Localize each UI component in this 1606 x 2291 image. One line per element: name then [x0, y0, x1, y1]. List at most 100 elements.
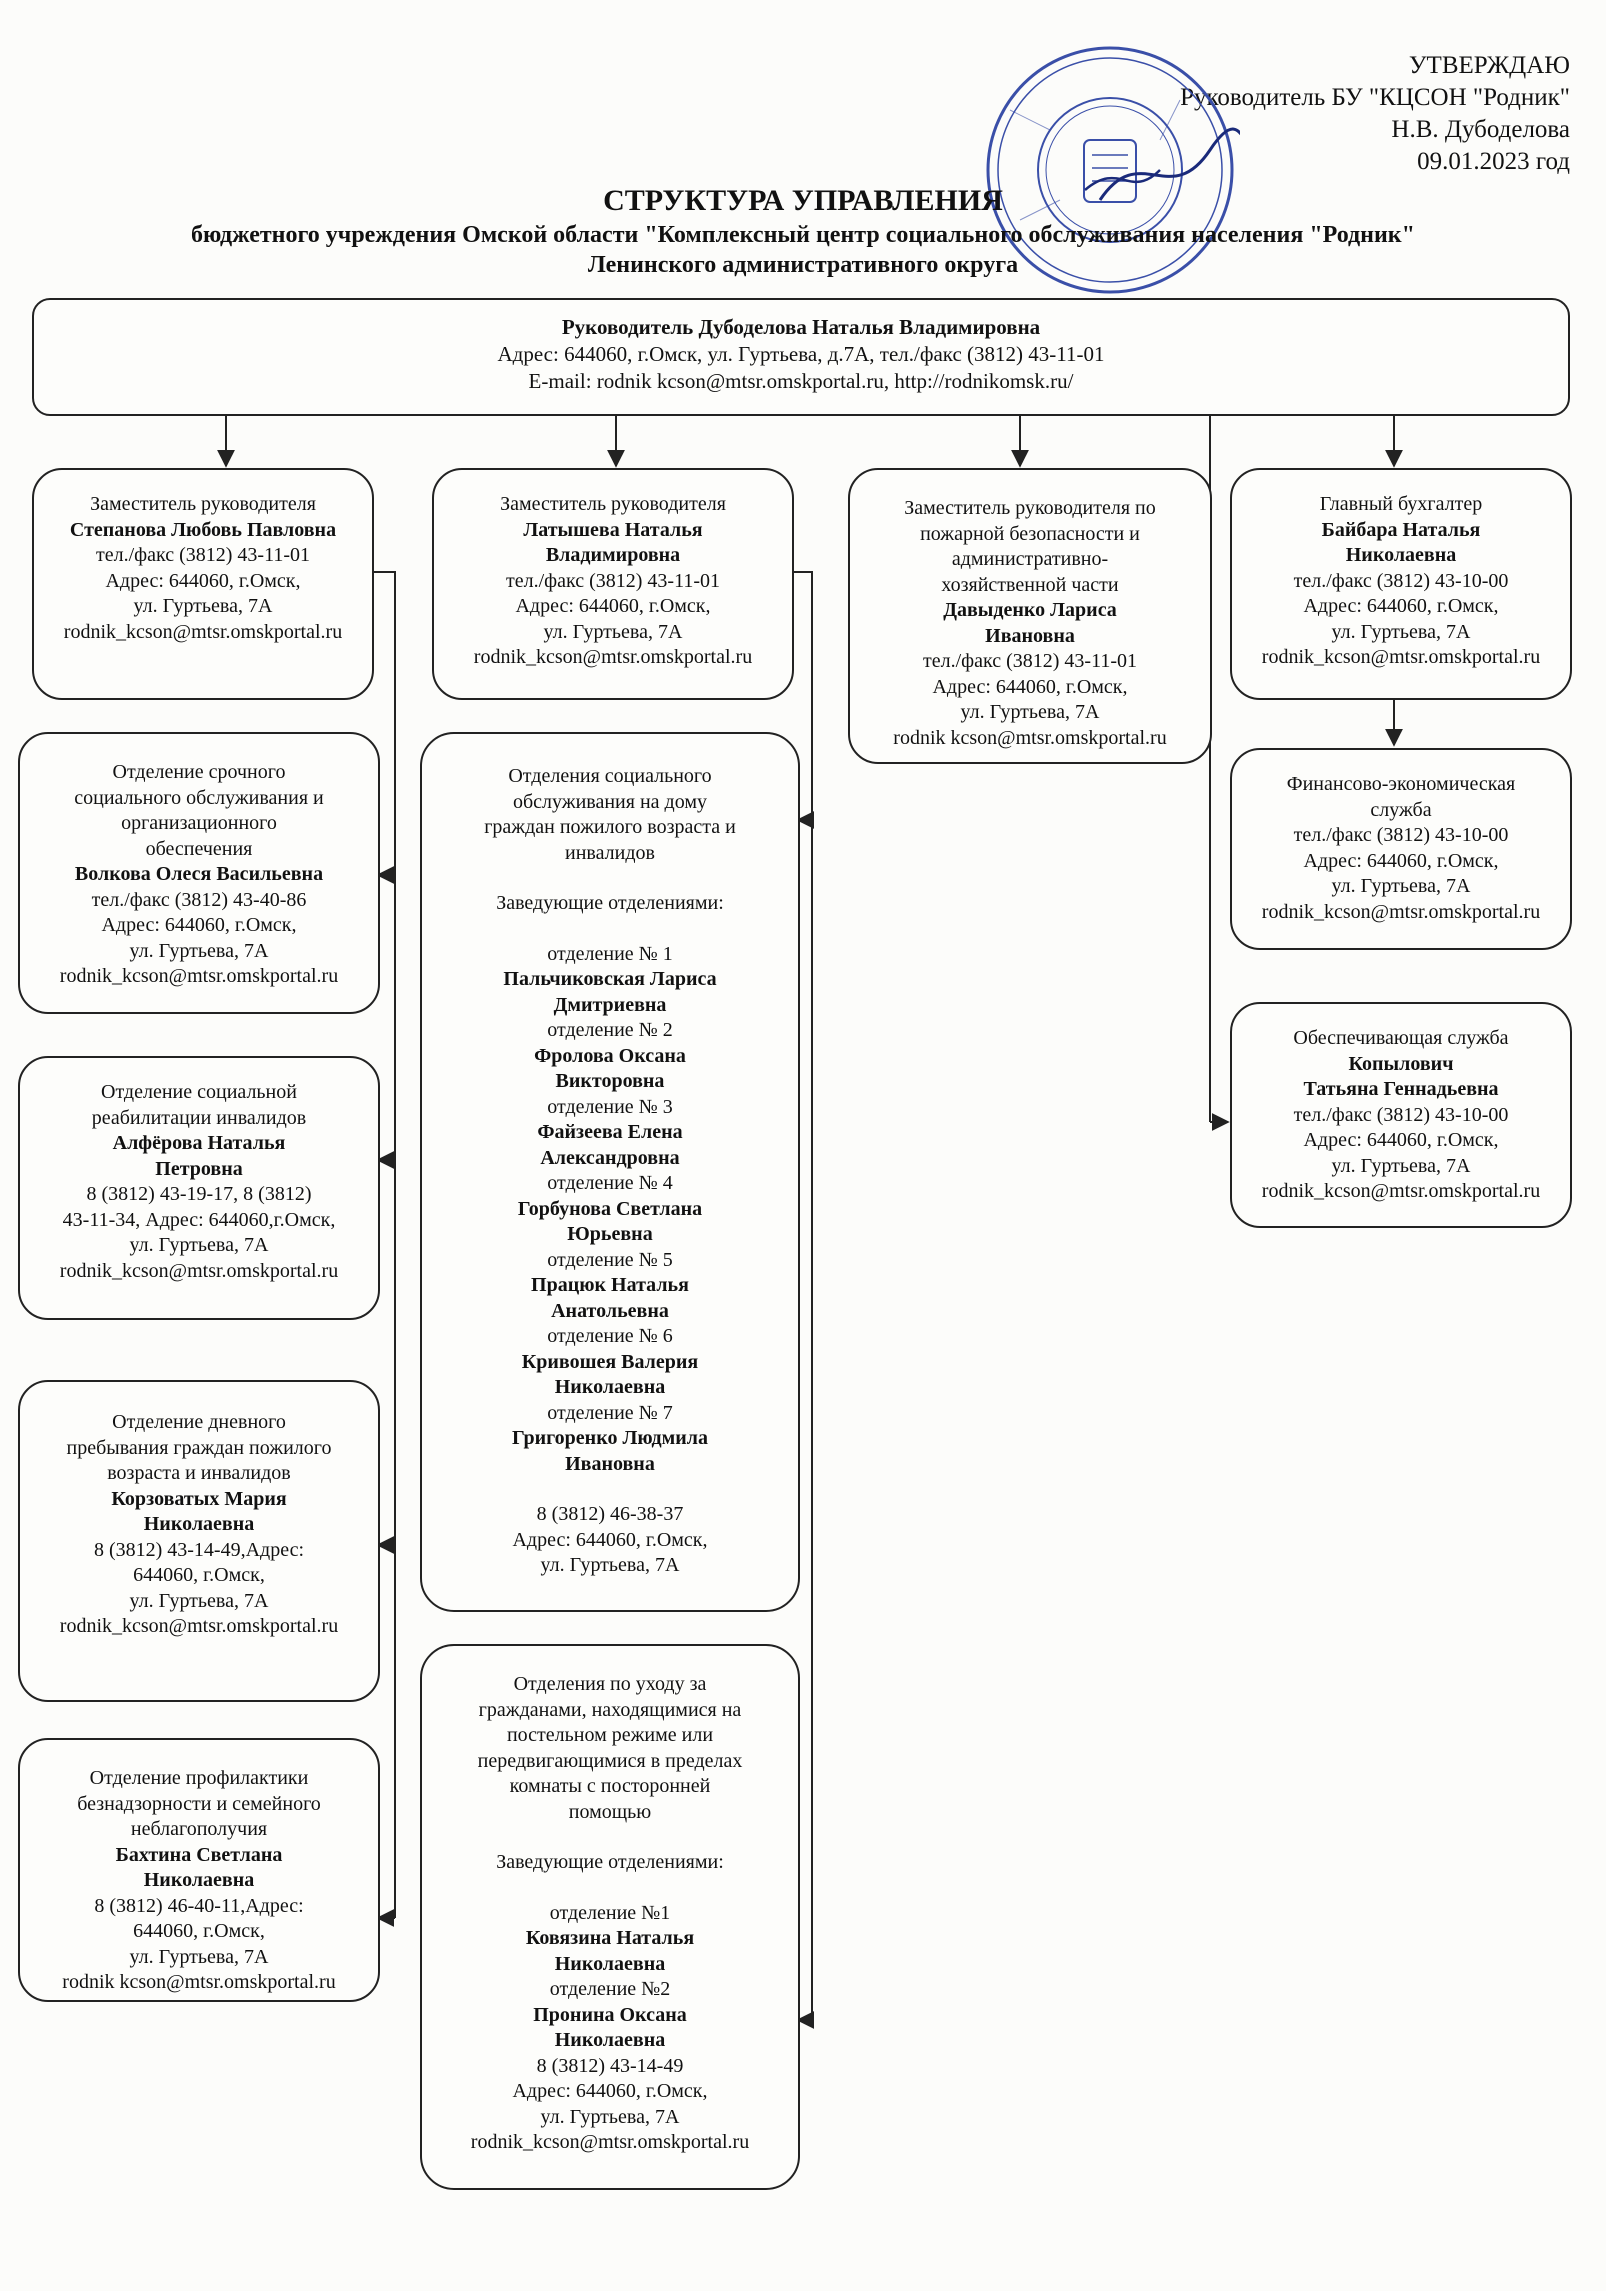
bed-unit-label: отделение №1 — [549, 1901, 671, 1924]
deputy1-phone: тел./факс (3812) 43-11-01 — [96, 544, 310, 566]
dept-urgent-name: Волкова Олеся Васильевна — [74, 863, 324, 885]
bed-care-email: rodnik_kcson@mtsr.omskportal.ru — [470, 2131, 750, 2153]
home-unit-head: Фролова Оксана Викторовна — [534, 1044, 686, 1093]
finance-address: Адрес: 644060, г.Омск, ул. Гуртьева, 7А — [1303, 849, 1499, 898]
deputy1-address: Адрес: 644060, г.Омск, ул. Гуртьева, 7А — [105, 569, 301, 618]
home-unit-head: Горбунова Светлана Юрьевна — [517, 1197, 703, 1246]
director-address: Адрес: 644060, г.Омск, ул. Гуртьева, д.7… — [497, 342, 1105, 366]
bed-care-box: Отделения по уходу за гражданами, находя… — [420, 1644, 800, 2190]
finance-box: Финансово-экономическая служба тел./факс… — [1230, 748, 1572, 950]
home-unit-head: Файзеева Елена Александровна — [537, 1121, 683, 1169]
support-box: Обеспечивающая служба Копылович Татьяна … — [1230, 1002, 1572, 1228]
deputy3-box: Заместитель руководителя по пожарной без… — [848, 468, 1212, 764]
bed-care-role: Отделения по уходу за гражданами, находя… — [477, 1673, 743, 1823]
dept-rehab-role: Отделение социальной реабилитации инвали… — [91, 1081, 307, 1129]
deputy3-address: Адрес: 644060, г.Омск, ул. Гуртьева, 7А — [932, 675, 1128, 724]
director-name: Руководитель Дубоделова Наталья Владимир… — [561, 315, 1041, 339]
home-service-heads: Заведующие отделениями: — [496, 892, 724, 914]
home-unit-label: отделение № 5 — [547, 1248, 673, 1271]
approval-line-3: Н.В. Дубоделова — [1391, 116, 1570, 143]
dept-prev-name: Бахтина Светлана Николаевна — [115, 1843, 283, 1892]
support-phone: тел./факс (3812) 43-10-00 — [1293, 1103, 1509, 1126]
accountant-name: Байбара Наталья Николаевна — [1321, 518, 1481, 567]
bed-care-address: Адрес: 644060, г.Омск, ул. Гуртьева, 7А — [512, 2080, 708, 2128]
dept-day-name: Корзоватых Мария Николаевна — [111, 1487, 287, 1536]
home-unit-label: отделение № 4 — [547, 1172, 673, 1194]
accountant-box: Главный бухгалтер Байбара Наталья Никола… — [1230, 468, 1572, 700]
home-unit-head: Кривошея Валерия Николаевна — [521, 1350, 699, 1399]
director-box: Руководитель Дубоделова Наталья Владимир… — [32, 298, 1570, 416]
bus-deputy1 — [372, 571, 396, 1918]
approval-line-1: УТВЕРЖДАЮ — [1408, 52, 1570, 79]
dept-urgent-email: rodnik_kcson@mtsr.omskportal.ru — [59, 965, 339, 987]
bed-unit-head: Ковязина Наталья Николаевна — [525, 1927, 695, 1975]
home-unit-label: отделение № 2 — [547, 1019, 673, 1041]
accountant-address: Адрес: 644060, г.Омск, ул. Гуртьева, 7А — [1303, 595, 1499, 643]
support-role: Обеспечивающая служба — [1293, 1027, 1509, 1049]
accountant-role: Главный бухгалтер — [1319, 493, 1483, 515]
home-service-box: Отделения социального обслуживания на до… — [420, 732, 800, 1612]
dept-prev-email: rodnik kcson@mtsr.omskportal.ru — [62, 1971, 336, 1993]
home-unit-head: Працюк Наталья Анатольевна — [531, 1274, 689, 1322]
approval-date: 09.01.2023 год — [1417, 148, 1570, 175]
page-subtitle-1: бюджетного учреждения Омской области "Ко… — [191, 222, 1415, 248]
deputy3-email: rodnik kcson@mtsr.omskportal.ru — [893, 726, 1167, 749]
director-contacts: E-mail: rodnik kcson@mtsr.omskportal.ru,… — [528, 369, 1074, 393]
approval-line-2: Руководитель БУ "КЦСОН "Родник" — [1180, 84, 1570, 111]
dept-rehab-email: rodnik_kcson@mtsr.omskportal.ru — [59, 1259, 339, 1282]
dept-prev-box: Отделение профилактики безнадзорности и … — [18, 1738, 380, 2002]
home-service-phone: 8 (3812) 46-38-37 — [536, 1503, 684, 1525]
dept-rehab-box: Отделение социальной реабилитации инвали… — [18, 1056, 380, 1320]
deputy2-phone: тел./факс (3812) 43-11-01 — [506, 569, 720, 592]
dept-day-box: Отделение дневного пребывания граждан по… — [18, 1380, 380, 1702]
dept-urgent-box: Отделение срочного социального обслужива… — [18, 732, 380, 1014]
bed-unit-label: отделение №2 — [549, 1978, 671, 2000]
dept-rehab-name: Алфёрова Наталья Петровна — [112, 1132, 286, 1180]
finance-role: Финансово-экономическая служба — [1286, 773, 1516, 821]
seal-stamp-icon — [986, 46, 1240, 294]
approval-block: УТВЕРЖДАЮ Руководитель БУ "КЦСОН "Родник… — [1080, 50, 1570, 178]
dept-day-role: Отделение дневного пребывания граждан по… — [66, 1411, 332, 1484]
home-unit-label: отделение № 1 — [547, 942, 673, 965]
support-name: Копылович Татьяна Геннадьевна — [1303, 1052, 1499, 1101]
home-unit-head: Пальчиковская Лариса Дмитриевна — [503, 968, 717, 1016]
deputy3-name: Давыденко Лариса Ивановна — [943, 599, 1117, 647]
home-service-address: Адрес: 644060, г.Омск, ул. Гуртьева, 7А — [512, 1528, 708, 1577]
deputy2-box: Заместитель руководителя Латышева Наталь… — [432, 468, 794, 700]
deputy1-box: Заместитель руководителя Степанова Любов… — [32, 468, 374, 700]
bed-care-phone: 8 (3812) 43-14-49 — [536, 2054, 684, 2077]
dept-rehab-phone: 8 (3812) 43-19-17, 8 (3812) 43-11-34, Ад… — [62, 1183, 336, 1256]
bed-unit-head: Пронина Оксана Николаевна — [533, 2003, 687, 2052]
finance-phone: тел./факс (3812) 43-10-00 — [1293, 824, 1509, 846]
bus-deputy2 — [792, 571, 813, 2020]
accountant-phone: тел./факс (3812) 43-10-00 — [1293, 569, 1509, 592]
dept-prev-phone: 8 (3812) 46-40-11,Адрес: 644060, г.Омск,… — [94, 1894, 304, 1968]
page-subtitle-2: Ленинского административного округа — [587, 252, 1019, 278]
accountant-email: rodnik_kcson@mtsr.omskportal.ru — [1261, 646, 1541, 668]
dept-prev-role: Отделение профилактики безнадзорности и … — [77, 1767, 321, 1840]
support-email: rodnik_kcson@mtsr.omskportal.ru — [1261, 1180, 1541, 1202]
home-unit-label: отделение № 6 — [547, 1325, 673, 1347]
deputy2-address: Адрес: 644060, г.Омск, ул. Гуртьева, 7А — [515, 595, 711, 643]
dept-urgent-phone: тел./факс (3812) 43-40-86 — [91, 888, 307, 911]
deputy1-role: Заместитель руководителя — [90, 493, 316, 515]
deputy2-email: rodnik_kcson@mtsr.omskportal.ru — [473, 646, 753, 668]
bed-care-heads: Заведующие отделениями: — [496, 1851, 724, 1873]
deputy3-phone: тел./факс (3812) 43-11-01 — [923, 650, 1137, 672]
deputy2-role: Заместитель руководителя — [500, 493, 726, 515]
dept-day-email: rodnik_kcson@mtsr.omskportal.ru — [59, 1615, 339, 1637]
dept-urgent-role: Отделение срочного социального обслужива… — [74, 761, 324, 860]
page-title: СТРУКТУРА УПРАВЛЕНИЯ — [603, 184, 1003, 217]
home-unit-head: Григоренко Людмила Ивановна — [511, 1427, 708, 1475]
finance-email: rodnik_kcson@mtsr.omskportal.ru — [1261, 900, 1541, 923]
deputy1-email: rodnik_kcson@mtsr.omskportal.ru — [63, 620, 343, 643]
deputy1-name: Степанова Любовь Павловна — [69, 518, 337, 541]
home-unit-label: отделение № 3 — [547, 1095, 673, 1118]
home-service-role: Отделения социального обслуживания на до… — [484, 765, 736, 864]
deputy3-role: Заместитель руководителя по пожарной без… — [904, 497, 1156, 596]
dept-day-phone: 8 (3812) 43-14-49,Адрес: 644060, г.Омск,… — [93, 1538, 305, 1612]
home-unit-label: отделение № 7 — [547, 1401, 673, 1424]
dept-urgent-address: Адрес: 644060, г.Омск, ул. Гуртьева, 7А — [101, 914, 297, 962]
deputy2-name: Латышева Наталья Владимировна — [523, 518, 703, 567]
support-address: Адрес: 644060, г.Омск, ул. Гуртьева, 7А — [1303, 1129, 1499, 1177]
